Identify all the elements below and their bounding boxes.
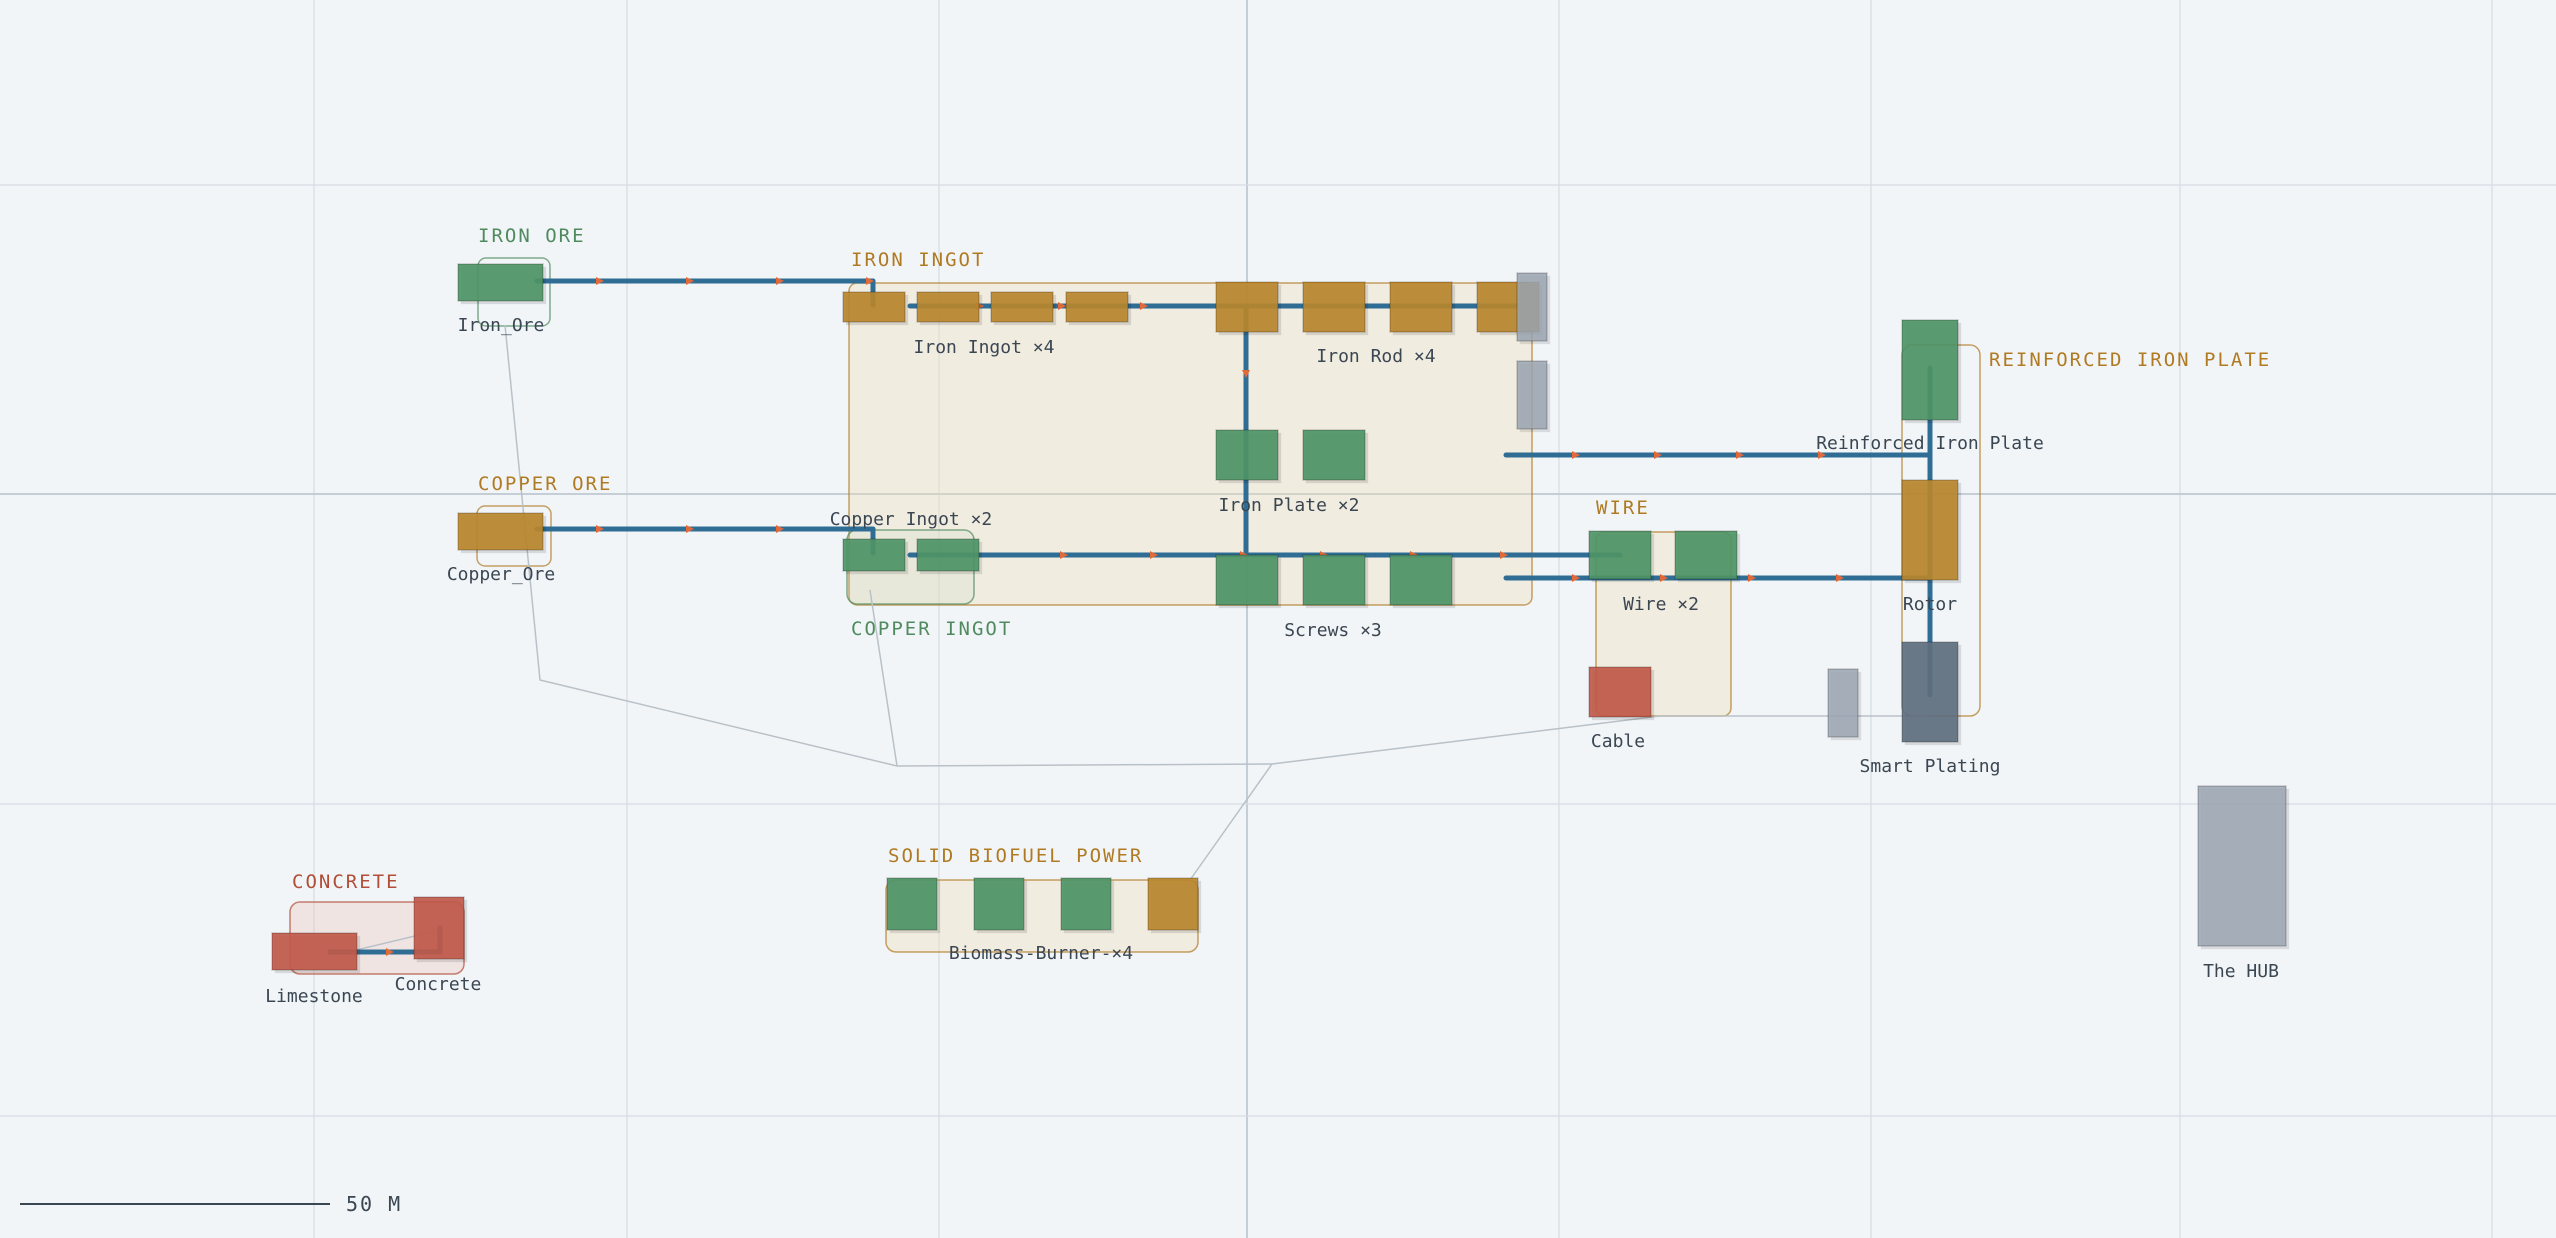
zone-iron-ingot-area[interactable] — [848, 282, 1533, 606]
label-reinforced-iron-plate: Reinforced Iron Plate — [1816, 433, 2044, 454]
belt-arrow — [1572, 574, 1580, 582]
smelter-copper-ingot[interactable] — [842, 538, 906, 572]
storage-container[interactable] — [1516, 360, 1548, 430]
zone-title-iron-ingot: IRON INGOT — [851, 249, 985, 271]
smelter-iron-ingot[interactable] — [1065, 291, 1129, 323]
label-iron-ore: Iron_Ore — [458, 315, 545, 336]
label-biomass-burner: Biomass-Burner-×4 — [949, 943, 1133, 964]
belt-arrow — [686, 525, 694, 533]
machine-labels: Iron_Ore Copper_Ore Iron Ingot ×4 Copper… — [265, 315, 2279, 1007]
assembler-smart-plating[interactable] — [1901, 641, 1959, 743]
constructor-iron-rod[interactable] — [1389, 281, 1453, 333]
belt-arrow — [1818, 451, 1826, 459]
belt-arrow — [596, 525, 604, 533]
belt-arrow — [866, 277, 874, 285]
constructor-cable[interactable] — [1588, 666, 1652, 718]
belt-arrow — [1058, 302, 1066, 310]
power-lines — [347, 324, 1930, 953]
belt-arrow — [1654, 451, 1662, 459]
smelter-copper-ingot[interactable] — [916, 538, 980, 572]
zone-title-solid-biofuel-power: SOLID BIOFUEL POWER — [888, 845, 1143, 867]
belt-arrow — [1060, 551, 1068, 559]
label-iron-ingot: Iron Ingot ×4 — [914, 337, 1055, 358]
belt-arrow — [596, 277, 604, 285]
label-iron-rod: Iron Rod ×4 — [1316, 346, 1435, 367]
label-the-hub: The HUB — [2203, 961, 2279, 982]
zone-title-concrete: CONCRETE — [292, 871, 400, 893]
zone-title-reinforced-iron-plate: REINFORCED IRON PLATE — [1989, 349, 2271, 371]
constructor-iron-plate[interactable] — [1302, 429, 1366, 481]
zone-title-iron-ore: IRON ORE — [478, 225, 586, 247]
zone-title-wire: WIRE — [1596, 497, 1650, 519]
label-smart-plating: Smart Plating — [1860, 756, 2001, 777]
label-cable: Cable — [1591, 731, 1645, 752]
constructor-iron-rod[interactable] — [1215, 281, 1279, 333]
belt-arrow — [1736, 451, 1744, 459]
label-copper-ore: Copper_Ore — [447, 564, 555, 585]
belt-arrow — [1660, 574, 1668, 582]
belt-arrow — [1748, 574, 1756, 582]
constructor-iron-rod[interactable] — [1302, 281, 1366, 333]
biomass-burner[interactable] — [1060, 877, 1112, 931]
miner-limestone[interactable] — [271, 932, 358, 971]
constructor-screws[interactable] — [1389, 554, 1453, 606]
biomass-burner[interactable] — [886, 877, 938, 931]
smelter-iron-ingot[interactable] — [842, 291, 906, 323]
belt-arrow — [1500, 551, 1508, 559]
zone-titles: IRON ORE IRON INGOT COPPER ORE COPPER IN… — [292, 225, 2271, 893]
belt-arrow — [1572, 451, 1580, 459]
machines-layer — [271, 263, 2287, 971]
constructor-iron-plate[interactable] — [1215, 429, 1279, 481]
storage-container[interactable] — [1827, 668, 1859, 738]
constructor-screws[interactable] — [1215, 554, 1279, 606]
belt-arrow — [1140, 302, 1148, 310]
zone-title-copper-ingot: COPPER INGOT — [851, 618, 1012, 640]
label-wire: Wire ×2 — [1623, 594, 1699, 615]
biomass-burner[interactable] — [973, 877, 1025, 931]
biomass-burner[interactable] — [1147, 877, 1199, 931]
constructor-wire[interactable] — [1588, 530, 1652, 580]
belt-arrow — [686, 277, 694, 285]
power-line — [1189, 763, 1273, 881]
label-concrete: Concrete — [395, 974, 482, 995]
the-hub[interactable] — [2197, 785, 2287, 947]
miner-iron-ore[interactable] — [457, 263, 544, 302]
label-iron-plate: Iron Plate ×2 — [1219, 495, 1360, 516]
label-copper-ingot: Copper Ingot ×2 — [830, 509, 993, 530]
belt-arrow — [386, 948, 394, 956]
constructor-wire[interactable] — [1674, 530, 1738, 580]
assembler-reinforced-iron-plate[interactable] — [1901, 319, 1959, 421]
label-screws: Screws ×3 — [1284, 620, 1382, 641]
label-rotor: Rotor — [1903, 594, 1957, 615]
belt-arrow — [776, 277, 784, 285]
belt-arrow — [776, 525, 784, 533]
belt-arrow — [1836, 574, 1844, 582]
belt-arrow — [1242, 370, 1250, 378]
zone-title-copper-ore: COPPER ORE — [478, 473, 612, 495]
constructor-concrete[interactable] — [413, 896, 465, 960]
smelter-iron-ingot[interactable] — [916, 291, 980, 323]
storage-container[interactable] — [1516, 272, 1548, 342]
constructor-screws[interactable] — [1302, 554, 1366, 606]
scale-bar-label: 50 M — [346, 1192, 402, 1216]
miner-copper-ore[interactable] — [457, 512, 544, 551]
label-limestone: Limestone — [265, 986, 363, 1007]
smelter-iron-ingot[interactable] — [990, 291, 1054, 323]
assembler-rotor[interactable] — [1901, 479, 1959, 581]
power-line — [869, 589, 898, 767]
belt-arrow — [1150, 551, 1158, 559]
scale-bar: 50 M — [20, 1192, 402, 1216]
